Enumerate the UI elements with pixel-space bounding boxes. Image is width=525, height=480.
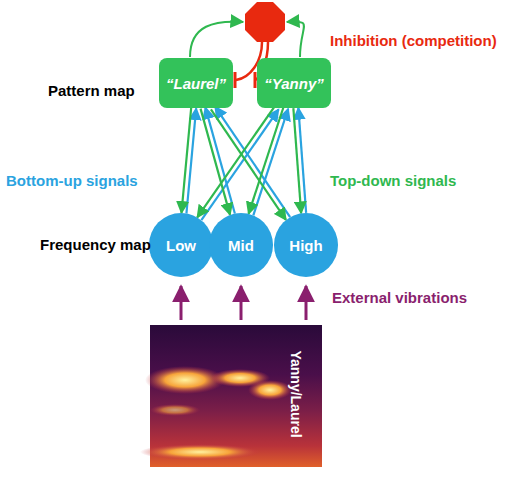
top-down-arrow	[293, 108, 301, 213]
frequency-circle: High	[274, 213, 338, 277]
bottom-up-arrow	[253, 109, 288, 216]
inhibition-octagon	[245, 2, 285, 42]
pattern-name: “Yanny”	[264, 75, 323, 92]
pattern-box: “Yanny”	[257, 58, 331, 108]
top-down-arrow	[181, 108, 191, 213]
top-down-arrow	[249, 107, 284, 214]
top-down-arrow	[197, 107, 274, 218]
top-down-arrow	[211, 109, 286, 220]
vibration-arrow	[180, 286, 183, 320]
bottom-up-arrow	[186, 108, 196, 213]
annotation-label: External vibrations	[332, 289, 467, 306]
bottom-up-arrow	[201, 109, 278, 220]
frequency-circle: Mid	[209, 213, 273, 277]
annotation-label: Bottom-up signals	[6, 172, 138, 189]
spectrogram-blob	[150, 404, 200, 416]
annotation-label: Pattern map	[48, 82, 135, 99]
bottom-up-arrow	[215, 107, 290, 218]
bottom-up-arrow	[205, 107, 234, 213]
vibration-arrow	[240, 286, 243, 320]
spectrogram-blob	[248, 380, 292, 400]
annotation-label: Top-down signals	[330, 172, 456, 189]
frequency-name: Low	[166, 237, 196, 254]
spectrogram-blob	[140, 444, 260, 460]
inhibition-bar	[234, 72, 237, 88]
inhibition-input-arrow	[190, 22, 243, 57]
pattern-name: “Laurel”	[166, 75, 226, 92]
frequency-name: Mid	[228, 237, 254, 254]
vibration-arrow	[305, 286, 308, 320]
frequency-name: High	[289, 237, 322, 254]
top-down-arrow	[201, 109, 230, 215]
frequency-circle: Low	[149, 213, 213, 277]
spectrogram-title: Yanny/Laurel	[288, 350, 304, 437]
annotation-label: Inhibition (competition)	[330, 32, 497, 49]
pattern-box: “Laurel”	[159, 58, 233, 108]
inhibition-input-arrow	[287, 22, 304, 57]
bottom-up-arrow	[298, 108, 306, 213]
annotation-label: Frequency map	[40, 236, 151, 253]
